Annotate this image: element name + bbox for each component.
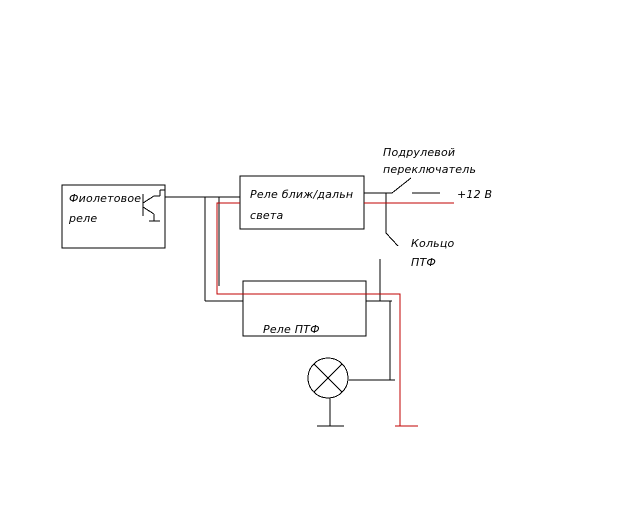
violet-relay-label-1: Фиолетовое	[69, 192, 141, 205]
lamp-symbol-icon	[307, 357, 349, 399]
transistor-symbol-icon	[142, 189, 165, 222]
red-wires	[216, 202, 454, 427]
ptf-relay-label: Реле ПТФ	[263, 323, 320, 336]
switch-contact-icon	[391, 177, 440, 194]
beam-relay-label-1: Реле ближ/дальн	[250, 188, 353, 201]
violet-relay-label-2: реле	[68, 212, 97, 225]
ptf-relay-box	[242, 280, 367, 337]
ring-label-1: Кольцо	[411, 237, 455, 250]
steering-switch-label-2: переключатель	[383, 163, 476, 176]
plus12-label: +12 В	[457, 188, 492, 201]
beam-relay-label-2: света	[250, 209, 284, 222]
violet-relay-box	[61, 184, 166, 249]
steering-switch-label-1: Подрулевой	[383, 146, 455, 159]
black-wires	[165, 192, 399, 426]
ring-label-2: ПТФ	[411, 256, 436, 269]
